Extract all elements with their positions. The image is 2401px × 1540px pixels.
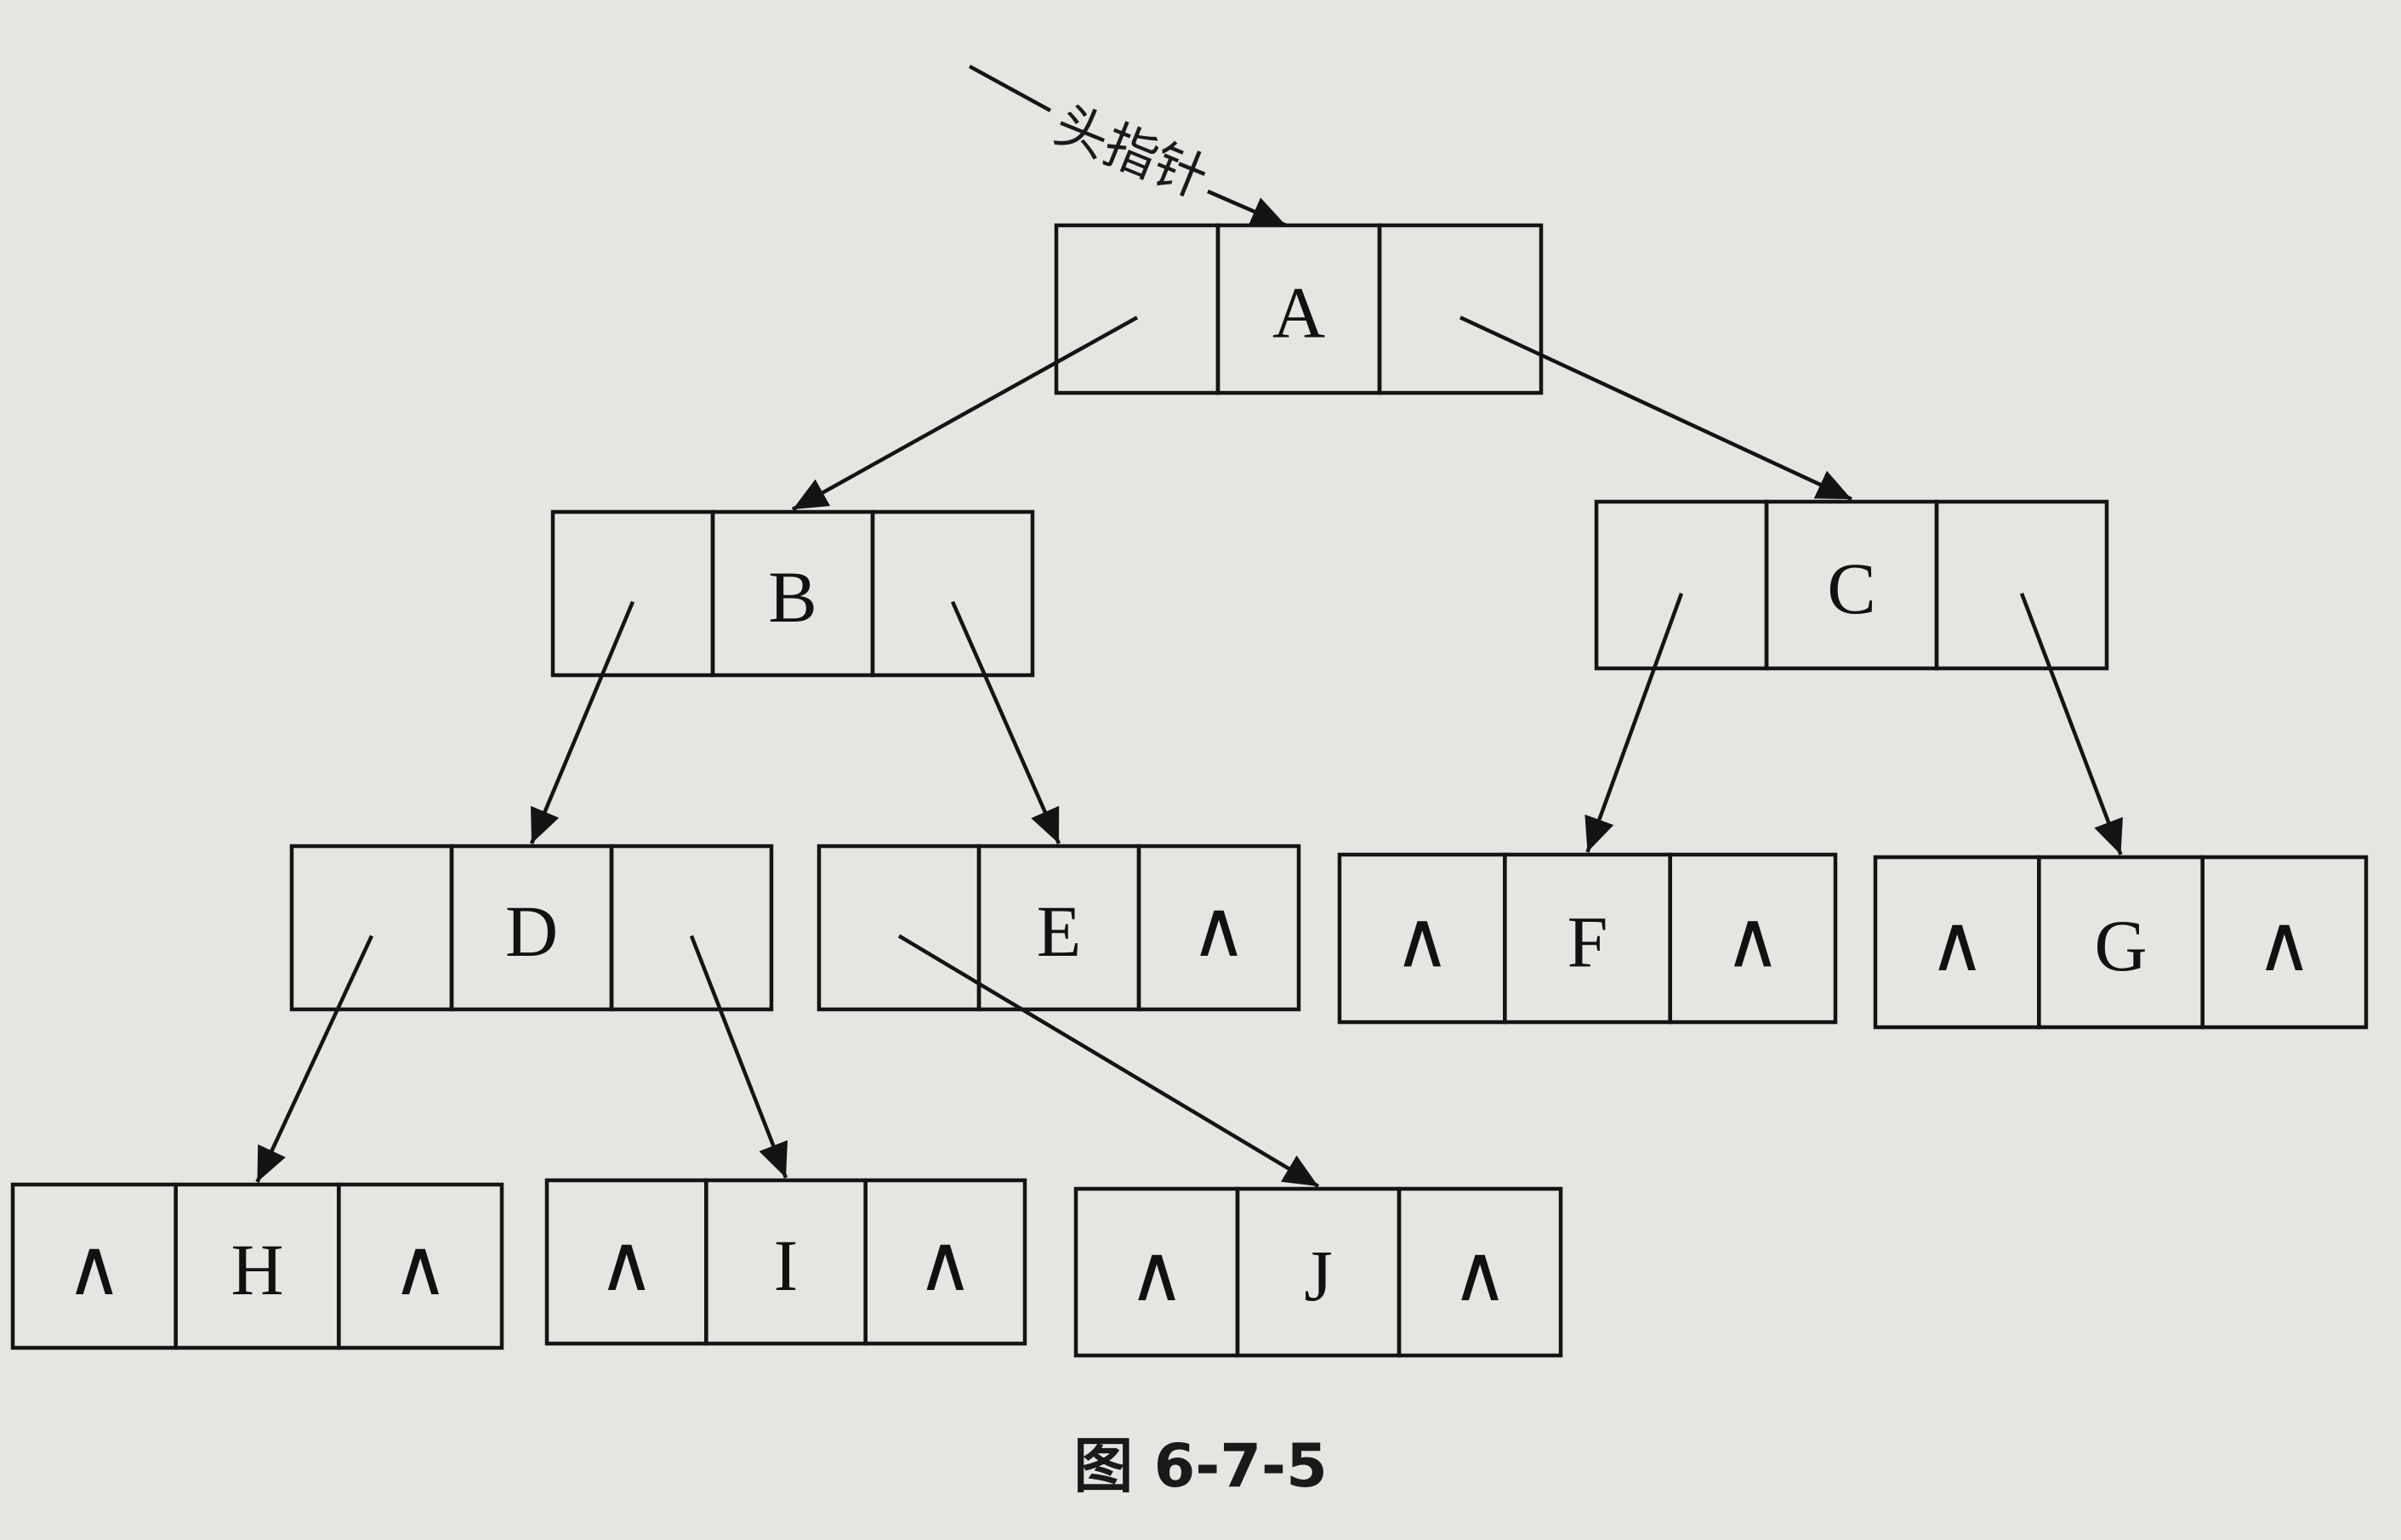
node-i-label: I (774, 1225, 799, 1306)
figure-caption-prefix: 图 (1073, 1431, 1134, 1501)
node-e-left-pointer-cell (816, 844, 981, 1012)
edge-b-e (950, 600, 1061, 844)
figure-caption: 图 6-7-5 (0, 1418, 2401, 1504)
head-pointer: 头指针 (968, 65, 1286, 225)
node-g-right-null: ∧ (2256, 901, 2313, 987)
head-pointer-arrow (968, 65, 1286, 225)
node-h: H ∧ ∧ (10, 1182, 504, 1350)
node-c-label: C (1827, 548, 1875, 629)
node-e-right-pointer-cell (1136, 844, 1301, 1012)
node-d: D (289, 844, 774, 1012)
head-pointer-label: 头指针 (1046, 93, 1216, 209)
node-h-right-null: ∧ (391, 1225, 448, 1311)
node-a-left-pointer-cell (1054, 223, 1220, 395)
node-f-label: F (1567, 901, 1608, 983)
node-j: J ∧ ∧ (1073, 1186, 1563, 1358)
node-i-right-null: ∧ (917, 1220, 974, 1307)
node-a-label: A (1272, 272, 1325, 354)
node-j-label: J (1304, 1235, 1332, 1316)
node-g: G ∧ ∧ (1873, 855, 2369, 1030)
edge-b-d (529, 600, 635, 844)
node-d-label: D (505, 890, 558, 972)
node-c: C (1594, 499, 2109, 671)
node-g-left-null: ∧ (1928, 901, 1985, 987)
node-c-right-pointer-cell (1934, 499, 2109, 671)
node-b-right-pointer-cell (870, 509, 1035, 678)
node-b: B (550, 509, 1035, 678)
node-i-right-pointer-cell (863, 1178, 1027, 1346)
node-f: F ∧ ∧ (1337, 852, 1838, 1025)
figure-caption-number: 6-7-5 (1153, 1431, 1328, 1501)
node-h-left-null: ∧ (65, 1225, 122, 1311)
node-i: I ∧ ∧ (544, 1178, 1027, 1346)
node-i-left-null: ∧ (598, 1220, 655, 1307)
edge-e-j (897, 934, 1320, 1188)
node-a-right-pointer-cell (1377, 223, 1544, 395)
edges-layer (255, 315, 2123, 1188)
node-f-left-null: ∧ (1393, 897, 1450, 984)
edge-c-g (2019, 593, 2123, 855)
edge-d-i (689, 935, 788, 1179)
node-g-right-pointer-cell (2200, 855, 2369, 1030)
node-e: E∧ (816, 844, 1301, 1012)
edge-a-c (1459, 315, 1852, 502)
node-e-right-null: ∧ (1190, 886, 1247, 973)
edge-c-f (1585, 593, 1684, 853)
node-f-right-null: ∧ (1724, 897, 1781, 984)
node-b-left-pointer-cell (550, 509, 715, 678)
node-h-label: H (230, 1229, 283, 1310)
node-d-right-pointer-cell (609, 844, 774, 1012)
edge-a-b (791, 315, 1139, 511)
node-j-left-null: ∧ (1128, 1230, 1185, 1317)
node-c-left-pointer-cell (1594, 499, 1769, 671)
node-h-right-pointer-cell (337, 1182, 504, 1350)
node-b-label: B (768, 556, 816, 638)
node-a: A (1054, 223, 1544, 395)
node-j-right-pointer-cell (1397, 1186, 1563, 1358)
node-g-label: G (2094, 905, 2147, 986)
node-f-right-pointer-cell (1668, 852, 1838, 1025)
node-e-label: E (1037, 890, 1082, 972)
node-d-left-pointer-cell (289, 844, 454, 1012)
edge-d-h (255, 935, 374, 1183)
node-j-right-null: ∧ (1451, 1230, 1508, 1317)
